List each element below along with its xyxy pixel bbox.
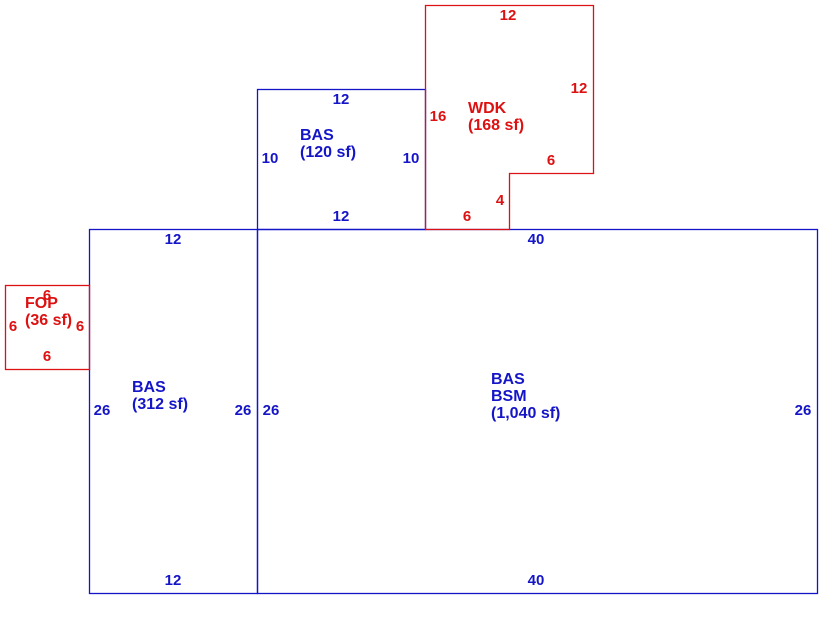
bas-upper-dim-bottom: 12	[332, 208, 350, 225]
fop-dim-left: 6	[8, 318, 18, 335]
bas-main-code2: BSM	[491, 388, 527, 405]
bas-upper-label: BAS (120 sf)	[300, 127, 356, 161]
wdk-dim-step-side: 4	[495, 192, 505, 209]
fop-code: FOP	[25, 295, 58, 312]
bas-upper-dim-right: 10	[402, 150, 420, 167]
bas-main-dim-top: 40	[527, 231, 545, 248]
bas-main-dim-right: 26	[794, 402, 812, 419]
bas-main-code: BAS	[491, 371, 525, 388]
bas-left-dim-top: 12	[164, 231, 182, 248]
fop-outline	[4, 284, 91, 371]
fop-label: FOP (36 sf)	[25, 295, 72, 329]
bas-left-dim-right: 26	[234, 402, 252, 419]
bas-left-dim-left: 26	[93, 402, 111, 419]
wdk-dim-top: 12	[499, 7, 517, 24]
bas-upper-area: (120 sf)	[300, 144, 357, 161]
bas-left-area: (312 sf)	[132, 396, 189, 413]
bas-main-dim-bottom: 40	[527, 572, 545, 589]
bas-main-label: BAS BSM (1,040 sf)	[491, 371, 560, 422]
wdk-label: WDK (168 sf)	[468, 100, 524, 134]
wdk-dim-right: 12	[570, 80, 588, 97]
wdk-area: (168 sf)	[468, 117, 525, 134]
wdk-code: WDK	[468, 100, 507, 117]
bas-left-dim-bottom: 12	[164, 572, 182, 589]
bas-upper-code: BAS	[300, 127, 334, 144]
bas-upper-dim-top: 12	[332, 91, 350, 108]
wdk-outline	[424, 4, 595, 231]
bas-main-outline	[256, 228, 819, 595]
bas-upper-dim-left: 10	[261, 150, 279, 167]
fop-area: (36 sf)	[25, 312, 73, 329]
bas-main-dim-left: 26	[262, 402, 280, 419]
fop-dim-right: 6	[75, 318, 85, 335]
fop-dim-top: 6	[42, 287, 52, 304]
fop-dim-bottom: 6	[42, 348, 52, 365]
bas-left-code: BAS	[132, 379, 166, 396]
wdk-dim-left: 16	[429, 108, 447, 125]
wdk-dim-step-top: 6	[546, 152, 556, 169]
bas-left-label: BAS (312 sf)	[132, 379, 188, 413]
wdk-dim-bottom: 6	[462, 208, 472, 225]
bas-main-area: (1,040 sf)	[491, 405, 561, 422]
